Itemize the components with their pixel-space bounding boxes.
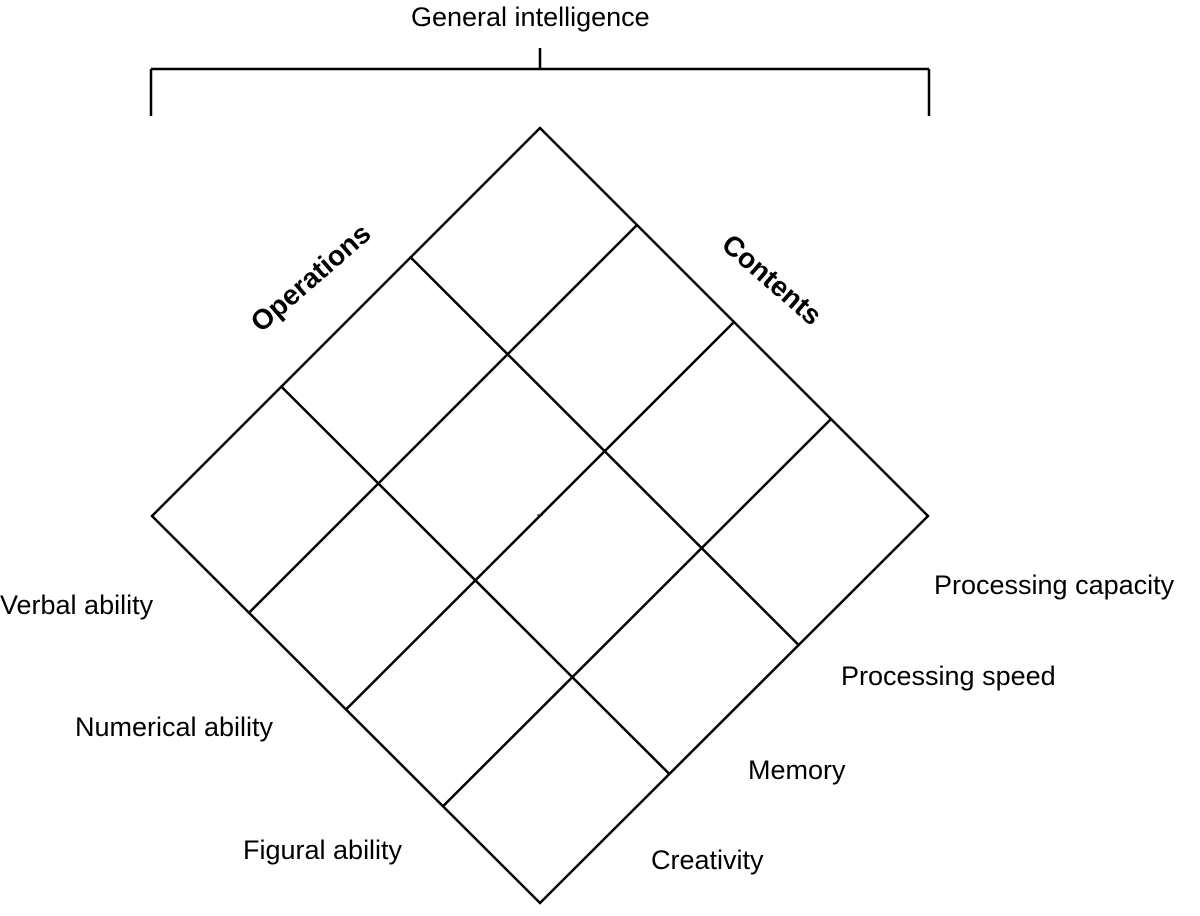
content-label-processing-speed: Processing speed <box>841 661 1056 691</box>
grid-line-operation-1 <box>409 256 800 647</box>
grid-line-operation-3 <box>150 514 542 905</box>
grid-line-content-3 <box>441 417 833 808</box>
content-label-creativity: Creativity <box>651 845 764 875</box>
diamond-grid <box>150 126 930 905</box>
grid-line-content-1 <box>247 223 639 614</box>
grid-line-operation-0 <box>538 126 930 518</box>
diagram-title: General intelligence <box>411 2 650 32</box>
operation-label-numerical: Numerical ability <box>75 712 274 742</box>
content-label-processing-capacity: Processing capacity <box>934 570 1175 600</box>
grid-line-content-2 <box>344 320 736 711</box>
grid-line-operation-2 <box>280 385 671 776</box>
grid-line-content-4 <box>538 514 930 905</box>
operation-label-verbal: Verbal ability <box>0 590 154 620</box>
operation-label-figural: Figural ability <box>243 835 403 865</box>
content-label-memory: Memory <box>748 755 846 785</box>
grid-line-content-0 <box>150 126 542 518</box>
general-intelligence-bracket <box>149 48 931 116</box>
